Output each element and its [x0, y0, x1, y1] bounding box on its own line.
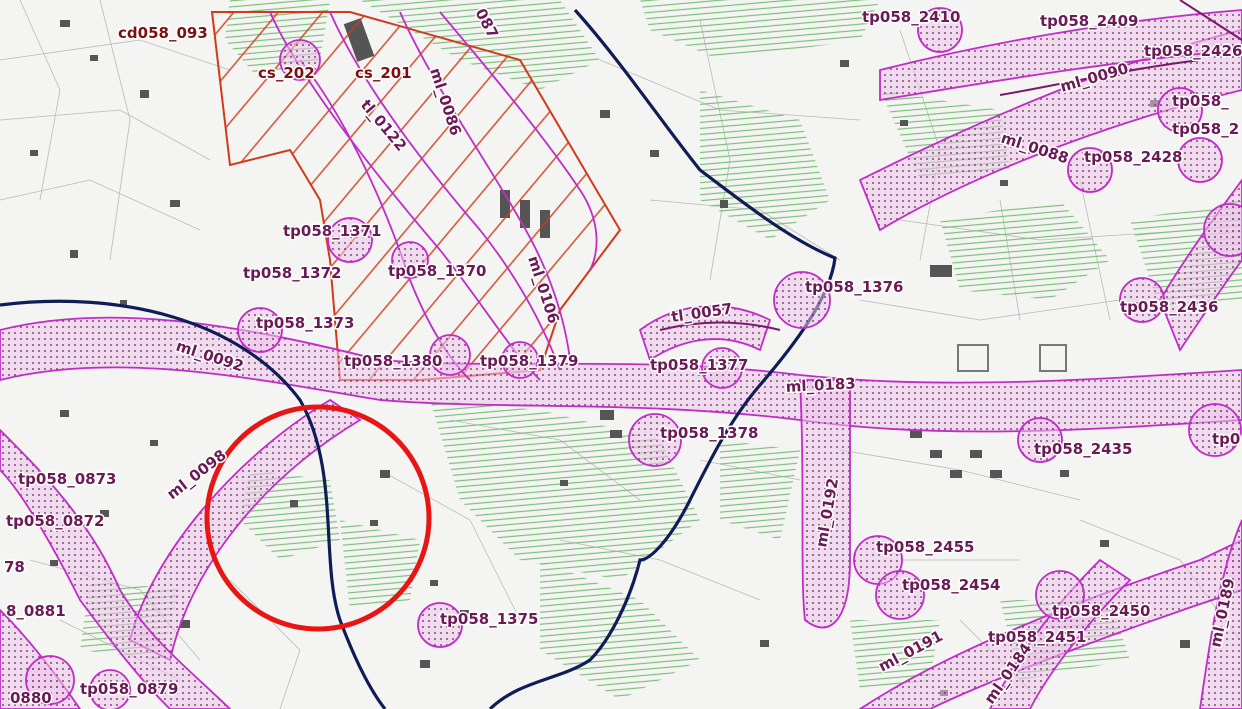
buffer-corridors[interactable] — [0, 9, 1242, 709]
label-tp058-0872: tp058_0872 — [6, 512, 104, 530]
label-tp058-2451: tp058_2451 — [988, 628, 1086, 646]
label-cs-202: cs_202 — [258, 64, 315, 82]
label-cd058-093: cd058_093 — [118, 24, 208, 42]
label-tp058-2436: tp058_2436 — [1120, 298, 1218, 316]
label-tp058-2435: tp058_2435 — [1034, 440, 1132, 458]
label-tp058-2428: tp058_2428 — [1084, 148, 1182, 166]
label-tp058-2409: tp058_2409 — [1040, 12, 1138, 30]
label-tp058-1370: tp058_1370 — [388, 262, 486, 280]
label-tp058-partial-b: tp058_2 — [1172, 120, 1239, 138]
feature-lines — [659, 0, 1242, 331]
label-tp058-1378: tp058_1378 — [660, 424, 758, 442]
label-tp058-1379: tp058_1379 — [480, 352, 578, 370]
label-tp058-1371: tp058_1371 — [283, 222, 381, 240]
label-tp058-2450: tp058_2450 — [1052, 602, 1150, 620]
label-tp058-partial-a: tp058_ — [1172, 92, 1229, 110]
label-tp058-0873: tp058_0873 — [18, 470, 116, 488]
label-0880: 0880 — [10, 689, 52, 707]
label-tp058-1372: tp058_1372 — [243, 264, 341, 282]
point-buffers[interactable] — [25, 7, 1242, 709]
label-cs-201: cs_201 — [355, 64, 412, 82]
label-tp058-1373: tp058_1373 — [256, 314, 354, 332]
label-tp058-2454: tp058_2454 — [902, 576, 1000, 594]
label-8-0881: 8_0881 — [6, 602, 66, 620]
highlight-circle[interactable] — [204, 404, 432, 632]
label-tp058-1377: tp058_1377 — [650, 356, 748, 374]
stream-buffers — [269, 11, 598, 381]
label-78: 78 — [4, 558, 25, 576]
label-tp0-partial: tp0 — [1212, 430, 1240, 448]
label-tp058-2410: tp058_2410 — [862, 8, 960, 26]
label-tp058-2426: tp058_2426 — [1144, 42, 1242, 60]
label-tp058-1380: tp058_1380 — [344, 352, 442, 370]
label-tp058-0879: tp058_0879 — [80, 680, 178, 698]
label-tp058-1375: tp058_1375 — [440, 610, 538, 628]
label-tp058-1376: tp058_1376 — [805, 278, 903, 296]
label-tp058-2455: tp058_2455 — [876, 538, 974, 556]
label-ml-0183: ml_0183 — [785, 374, 856, 396]
school-block — [957, 344, 1067, 372]
boundary-lines — [0, 8, 837, 709]
